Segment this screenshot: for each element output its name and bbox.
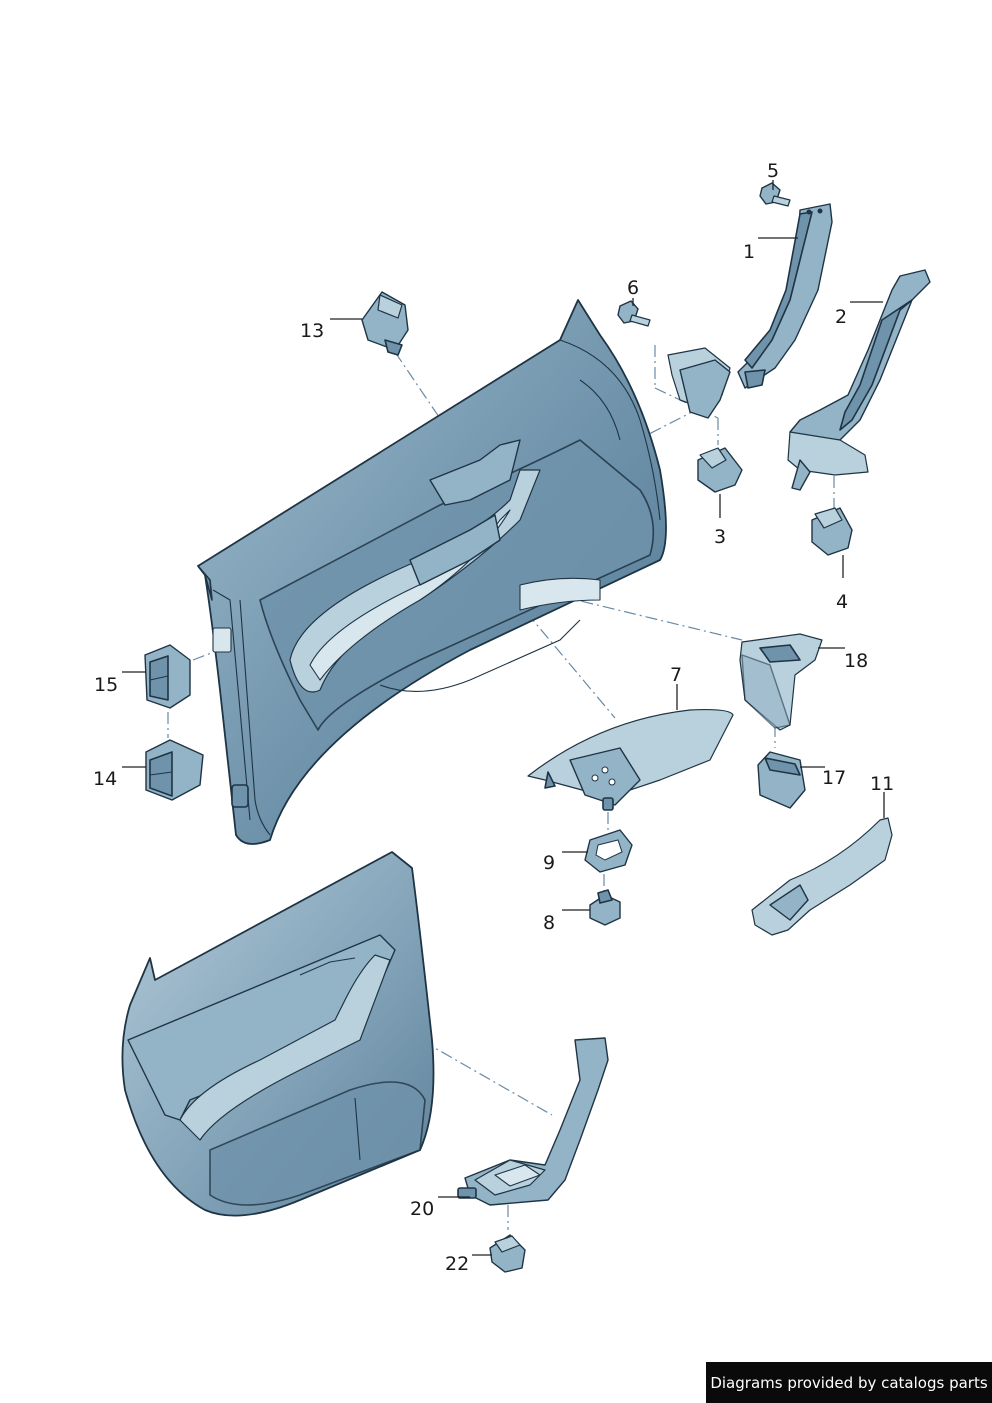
callout-5: 5 [767,160,779,182]
callout-7: 7 [670,664,682,686]
part-9-seal [584,829,633,873]
callout-13: 13 [300,320,324,342]
callout-15: 15 [94,674,118,696]
callout-14: 14 [93,768,117,790]
part-17-switch [757,751,806,809]
callout-3: 3 [714,526,726,548]
part-7-armrest-trim [527,708,734,811]
part-5-screw [759,182,791,207]
callout-2: 2 [835,306,847,328]
callout-1: 1 [743,241,755,263]
part-1-handle-bracket [667,203,833,419]
callout-4: 4 [836,591,848,613]
callout-17: 17 [822,767,846,789]
callout-18: 18 [844,650,868,672]
callout-22: 22 [445,1253,469,1275]
part-6-screw [617,300,651,327]
callout-labels: 1 2 3 4 5 6 7 8 9 11 13 14 15 17 18 20 2… [93,160,894,1275]
callout-9: 9 [543,852,555,874]
part-14-switch [145,739,204,801]
callout-11: 11 [870,773,894,795]
rear-door-trim-panel [121,851,435,1217]
part-13-switch [361,291,409,356]
callout-8: 8 [543,912,555,934]
part-4-switch [811,507,853,556]
callout-20: 20 [410,1198,434,1220]
part-18-switch-housing [739,633,823,731]
part-11-door-pull [751,817,893,936]
part-15-switch [144,644,191,709]
credit-banner: Diagrams provided by catalogs parts [706,1362,992,1403]
part-8-knob [589,889,621,926]
callout-6: 6 [627,277,639,299]
part-20-rear-handle [457,1037,609,1206]
front-door-trim-panel [197,299,667,845]
part-22-switch [489,1234,526,1273]
callout-leaders [122,180,885,1256]
part-3-switch [697,447,743,493]
part-2-grab-handle [787,269,931,491]
